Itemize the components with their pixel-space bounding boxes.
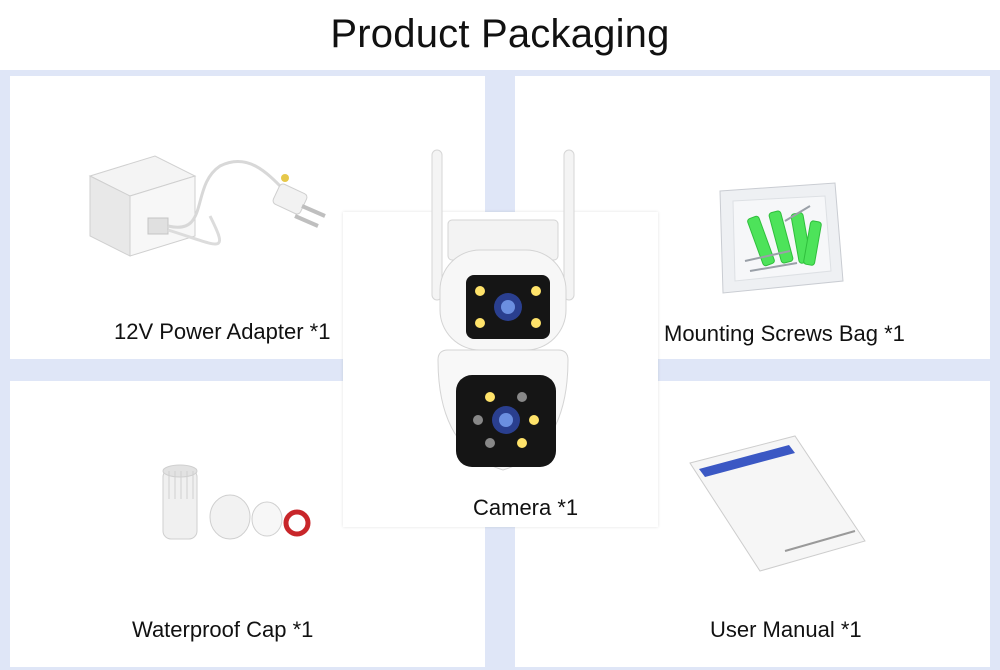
waterproof-cap-image [162,464,311,540]
waterproof-cap-label: Waterproof Cap *1 [132,617,314,642]
camera-image [431,149,575,471]
camera-card: Camera *1 [343,149,658,527]
screws-bag-image [719,182,844,294]
page-title: Product Packaging [0,0,1000,70]
power-adapter-label: 12V Power Adapter *1 [114,319,331,344]
camera-label: Camera *1 [473,495,579,520]
user-manual-label: User Manual *1 [710,617,862,642]
user-manual-image [689,435,866,572]
power-adapter-image [88,155,326,257]
screws-bag-label: Mounting Screws Bag *1 [664,321,905,346]
